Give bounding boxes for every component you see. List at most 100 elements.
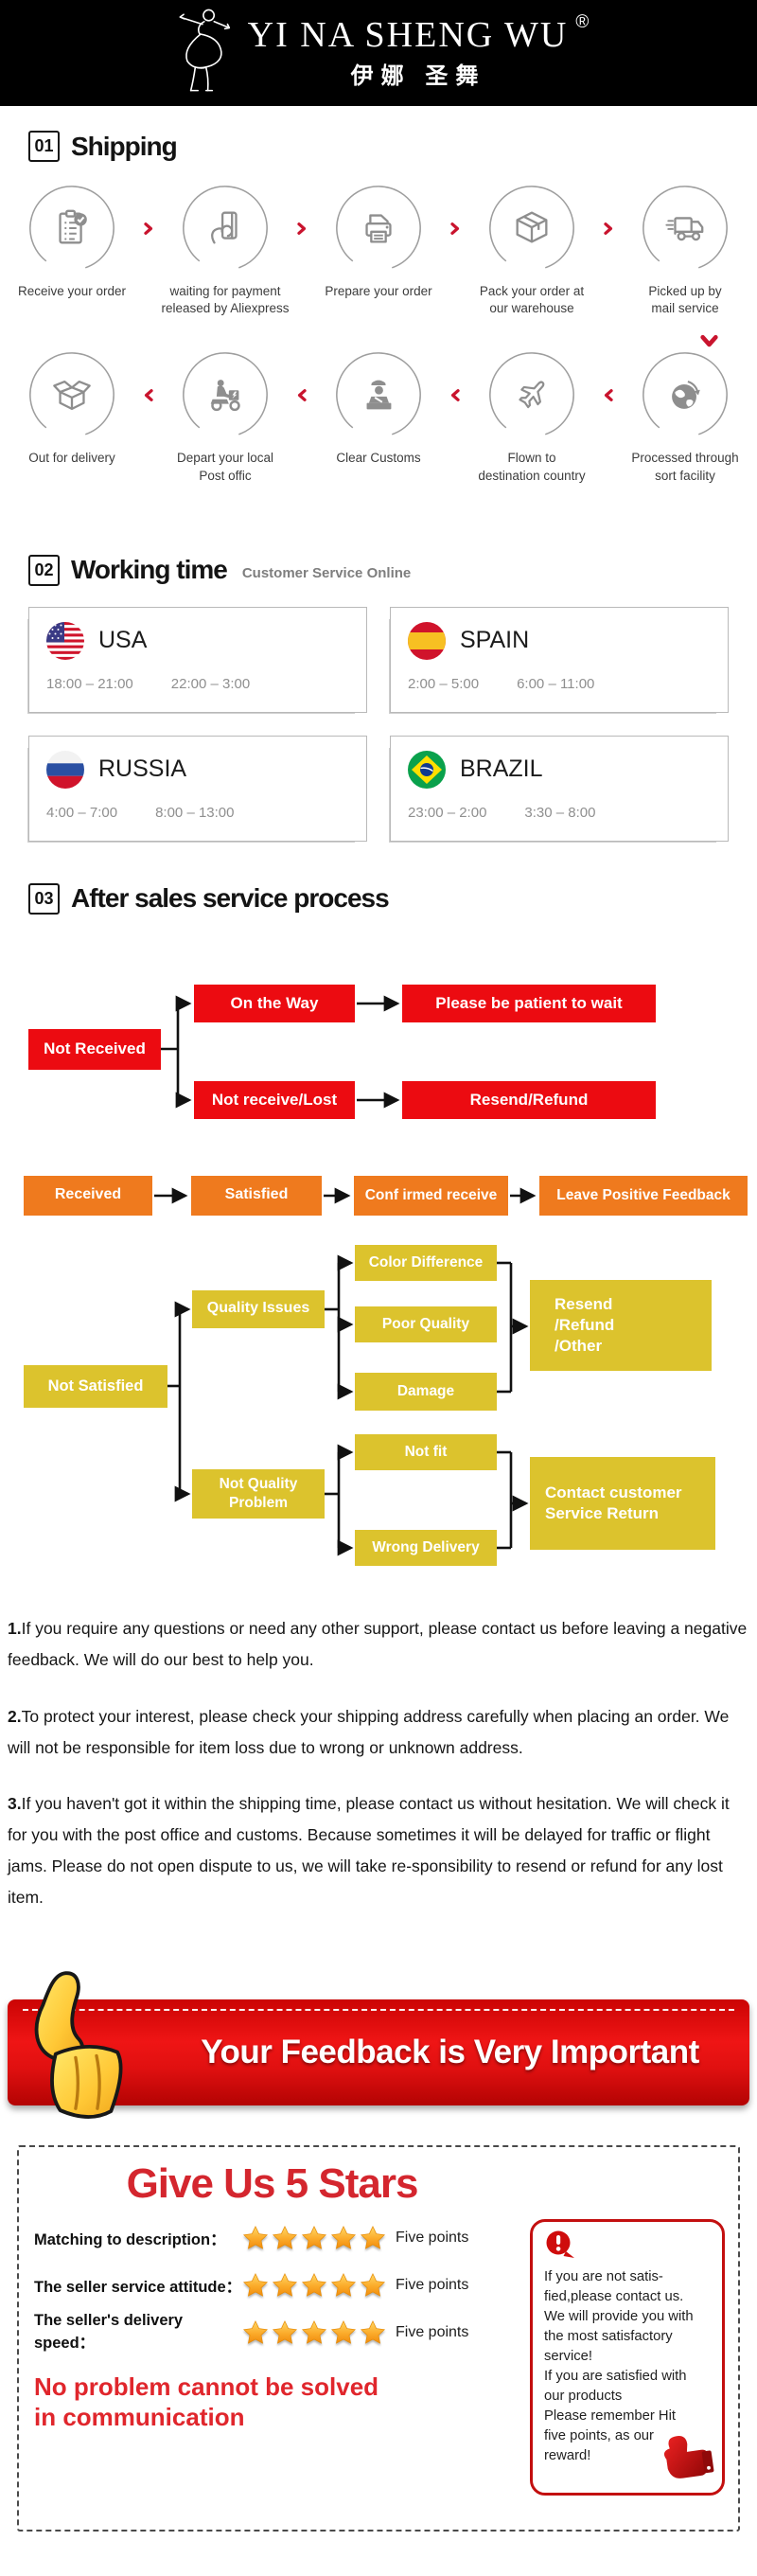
section-title: Working time [71, 555, 228, 585]
flow-node-wrong-delivery: Wrong Delivery [355, 1529, 497, 1566]
worktime-card-russia: RUSSIA 4:00 – 7:00 8:00 – 13:00 [28, 735, 367, 842]
star-icon [242, 2272, 269, 2297]
section-subtitle: Customer Service Online [241, 564, 412, 581]
star-icon [301, 2225, 327, 2249]
shipping-step: Clear Customs [308, 349, 449, 467]
worktime-range: 18:00 – 21:00 [46, 675, 133, 692]
registered-mark: ® [575, 11, 590, 32]
flow-node-be-patient: Please be patient to wait [402, 984, 656, 1022]
flow-node-damage: Damage [355, 1372, 497, 1411]
step-label: Out for delivery [28, 451, 115, 466]
step-label: waiting for payment released by Aliexpre… [161, 284, 290, 316]
flow-connectors [161, 995, 400, 1109]
red-thumbs-up-icon [660, 2431, 714, 2485]
flow-node-not-received: Not Received [28, 1028, 161, 1070]
chevron-left-icon [296, 349, 308, 440]
five-stars-section: Give Us 5 Stars Matching to description：… [17, 2145, 740, 2532]
rating-label: Matching to description： [34, 2230, 226, 2248]
rating-row-description: Matching to description： Five points [34, 2220, 738, 2255]
spain-flag-icon [408, 621, 446, 660]
note-number: 2. [8, 1706, 22, 1726]
step-label: Receive your order [17, 284, 127, 298]
customs-officer-icon [333, 349, 424, 440]
star-icon [330, 2319, 357, 2344]
policy-note-1: 1.If you require any questions or need a… [8, 1613, 749, 1676]
airplane-icon [486, 349, 577, 440]
country-name: SPAIN [460, 627, 530, 654]
thumbs-up-icon [13, 1956, 134, 2139]
section-title: Shipping [71, 131, 178, 161]
flow-node-on-the-way: On the Way [194, 984, 355, 1022]
star-icon [301, 2272, 327, 2297]
chevron-left-icon [143, 349, 154, 440]
step-label: Picked up by mail service [648, 284, 722, 316]
worktime-range: 23:00 – 2:00 [408, 804, 487, 821]
worktime-range: 6:00 – 11:00 [517, 675, 595, 692]
five-stars-title: Give Us 5 Stars [126, 2160, 419, 2207]
note-text: To protect your interest, please check y… [8, 1706, 730, 1757]
shipping-step: Receive your order [1, 183, 143, 300]
rating-points: Five points [396, 2229, 469, 2246]
flow-connectors [154, 1187, 537, 1204]
policy-note-3: 3.If you haven't got it within the shipp… [8, 1788, 749, 1913]
star-icon [272, 2319, 298, 2344]
flow-node-not-receive-lost: Not receive/Lost [194, 1080, 355, 1119]
rating-points: Five points [396, 2276, 469, 2293]
exclamation-bubble-icon [544, 2230, 578, 2264]
star-icon [272, 2225, 298, 2249]
brand-text: YI NA SHENG WU ® 伊娜 圣舞 [247, 13, 590, 90]
worktime-card-brazil: BRAZIL 23:00 – 2:00 3:30 – 8:00 [390, 735, 729, 842]
section-working-time: 02 Working time Customer Service Online … [0, 511, 757, 842]
open-box-icon [26, 349, 117, 440]
star-icon [242, 2319, 269, 2344]
shipping-step: Prepare your order [308, 183, 449, 300]
star-icon [330, 2272, 357, 2297]
worktime-card-spain: SPAIN 2:00 – 5:00 6:00 – 11:00 [390, 606, 729, 713]
step-label: Clear Customs [336, 451, 421, 466]
brand-name: YI NA SHENG WU [247, 14, 569, 55]
step-label: Processed through sort facility [631, 451, 739, 483]
delivery-truck-icon [640, 183, 731, 274]
working-time-cards: USA 18:00 – 21:00 22:00 – 3:00 SPAIN 2:0… [28, 606, 729, 842]
flow-node-color-difference: Color Difference [355, 1244, 497, 1281]
flow-node-satisfied: Satisfied [191, 1175, 322, 1216]
shipping-step: Out for delivery [1, 349, 143, 467]
flow-node-resend-refund: Resend/Refund [402, 1080, 656, 1119]
section-number-badge: 02 [28, 554, 60, 586]
note-text: If you require any questions or need any… [8, 1618, 748, 1669]
chevron-right-icon [603, 183, 614, 274]
dancer-logo-icon [168, 6, 235, 101]
shipping-step: Depart your local Post offic [154, 349, 296, 484]
section-number-badge: 01 [28, 131, 60, 162]
country-name: USA [98, 627, 148, 654]
satisfaction-info-box: If you are not satis- fied,please contac… [530, 2219, 725, 2496]
step-label: Pack your order at our warehouse [479, 284, 585, 316]
flow-node-not-quality-problem: Not Quality Problem [192, 1468, 325, 1519]
flow-not-satisfied: Not Satisfied Quality Issues Color Diffe… [0, 1238, 757, 1579]
rating-label: The seller service attitude： [34, 2278, 242, 2296]
working-time-heading: 02 Working time Customer Service Online [28, 554, 757, 586]
worktime-card-usa: USA 18:00 – 21:00 22:00 – 3:00 [28, 606, 367, 713]
star-icon [272, 2272, 298, 2297]
shipping-steps-row-2: Out for delivery [0, 349, 757, 510]
order-checklist-icon [26, 183, 117, 274]
worktime-range: 3:30 – 8:00 [524, 804, 596, 821]
flow-received: Received Satisfied Conf irmed receive Le… [0, 1149, 757, 1236]
shipping-step: Processed through sort facility [614, 349, 756, 484]
flow-connectors [167, 1254, 529, 1556]
flow-node-received: Received [24, 1175, 152, 1216]
shipping-step: Picked up by mail service [614, 183, 756, 317]
step-label: Depart your local Post offic [176, 451, 274, 483]
globe-icon [640, 349, 731, 440]
chevron-down-icon [699, 333, 719, 354]
section-shipping: 01 Shipping Receive your order [0, 106, 757, 511]
flow-node-resend-refund-other: Resend /Refund /Other [530, 1279, 712, 1371]
worktime-range: 4:00 – 7:00 [46, 804, 118, 821]
package-box-icon [486, 183, 577, 274]
brazil-flag-icon [408, 750, 446, 789]
star-icon [330, 2225, 357, 2249]
brand-header: YI NA SHENG WU ® 伊娜 圣舞 [0, 0, 757, 106]
shipping-step: Pack your order at our warehouse [461, 183, 603, 317]
star-icon [242, 2225, 269, 2249]
shipping-step: waiting for payment released by Aliexpre… [154, 183, 296, 317]
